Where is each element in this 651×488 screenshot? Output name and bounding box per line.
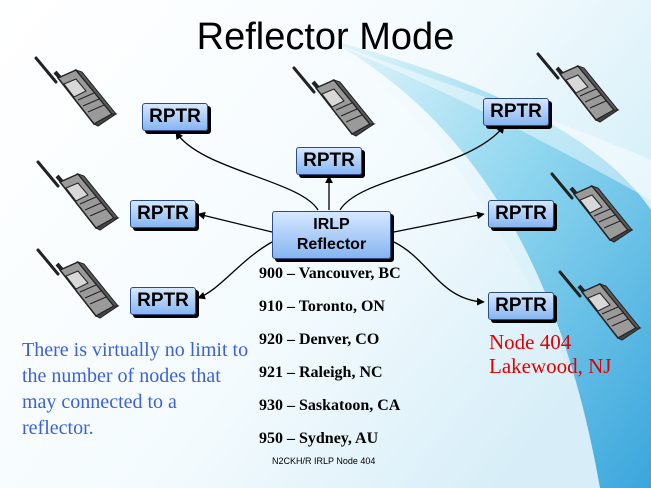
node-list-item: 920 – Denver, CO — [259, 331, 380, 348]
reflector-node-list: 900 – Vancouver, BC 910 – Toronto, ON 92… — [259, 264, 401, 462]
link-to-top-left-rptr — [175, 131, 319, 211]
link-to-low-right-rptr — [393, 241, 485, 306]
link-to-low-left-rptr — [197, 241, 273, 300]
reflector-label: Reflector — [296, 236, 367, 253]
rptr-box-low-right: RPTR — [488, 292, 554, 320]
home-node-location: Lakewood, NJ — [489, 354, 612, 378]
rptr-box-top-center: RPTR — [296, 147, 362, 175]
rptr-box-top-left: RPTR — [142, 103, 208, 131]
node-list-item: 930 – Saskatoon, CA — [259, 397, 401, 414]
node-list-item: 921 – Raleigh, NC — [259, 364, 383, 381]
irlp-reflector-box: IRLP Reflector — [272, 211, 391, 259]
link-to-mid-left-rptr — [197, 211, 273, 233]
slide-title: Reflector Mode — [196, 16, 455, 58]
rptr-box-mid-left: RPTR — [130, 200, 196, 228]
link-to-mid-right-rptr — [393, 211, 485, 233]
capacity-note: There is virtually no limit to the numbe… — [22, 339, 249, 439]
home-node-number: Node 404 — [489, 330, 572, 354]
node-list-item: 900 – Vancouver, BC — [259, 265, 401, 282]
node-list-item: 950 – Sydney, AU — [259, 430, 379, 447]
slide-footer: N2CKH/R IRLP Node 404 — [272, 456, 376, 466]
home-node-label: Node 404 Lakewood, NJ — [489, 330, 611, 378]
rptr-box-top-right: RPTR — [483, 98, 549, 126]
irlp-label: IRLP — [313, 216, 350, 233]
rptr-box-mid-right: RPTR — [488, 200, 554, 228]
link-to-top-right-rptr — [339, 125, 505, 211]
rptr-box-low-left: RPTR — [130, 287, 196, 315]
node-list-item: 910 – Toronto, ON — [259, 298, 385, 315]
